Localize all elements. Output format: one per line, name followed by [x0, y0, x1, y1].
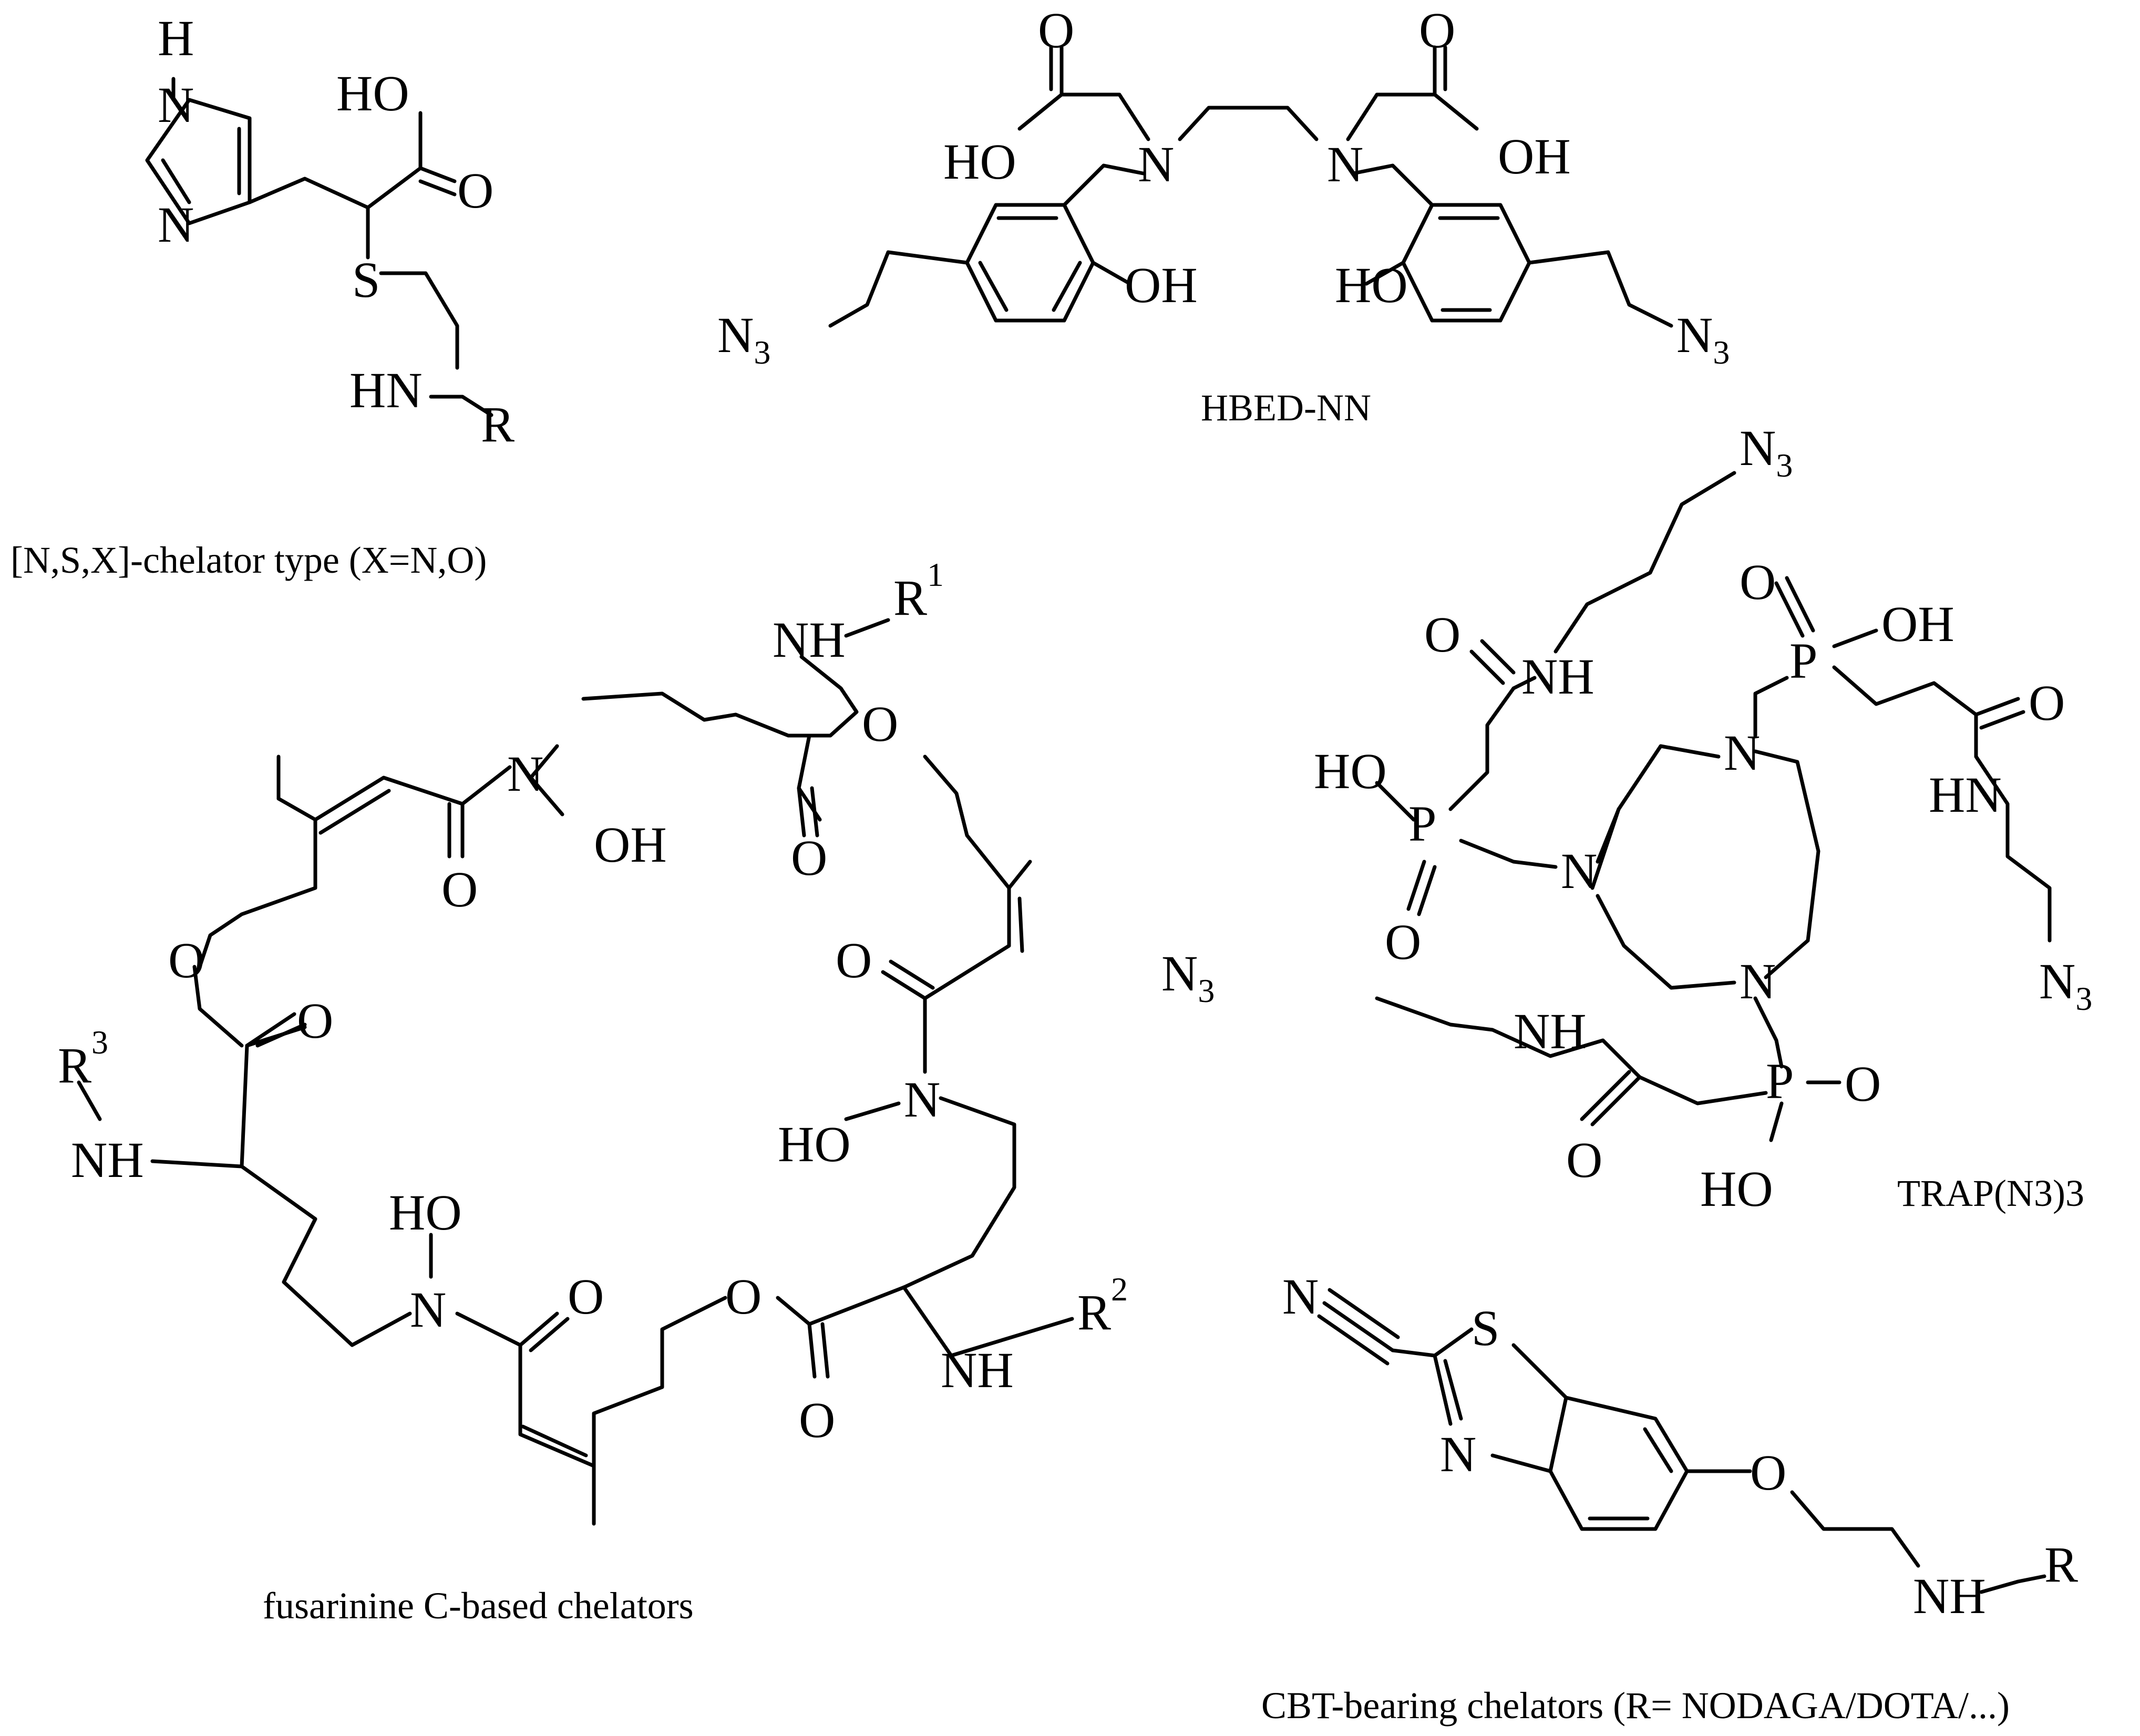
fus-atom-r2: R2 [1077, 1270, 1128, 1340]
fus-atom-o-amide-bottom: O [568, 1268, 604, 1325]
nsx-atom-n-top: N [158, 77, 194, 133]
cbt-atom-n-ring: N [1440, 1426, 1476, 1482]
hbed-atom-ho-phenol-right: HO [1335, 257, 1408, 313]
hbed-atom-oh-right: OH [1498, 128, 1571, 184]
hbed-atom-ho-left: HO [943, 133, 1016, 190]
nsx-atom-o: O [457, 162, 493, 219]
hbed-atom-oh-phenol-left: OH [1125, 257, 1198, 313]
trap-atom-n3-left: N3 [1161, 945, 1215, 1009]
fus-atom-o-amide-right: O [836, 932, 872, 988]
cbt-atom-n-nitrile: N [1282, 1268, 1319, 1325]
nsx-atom-ho: HO [336, 65, 409, 121]
hbed-atom-n-right: N [1327, 136, 1363, 192]
hbed-caption: HBED-NN [1201, 387, 1371, 429]
trap-atom-o-amide-bottom: O [1566, 1132, 1602, 1188]
hbed-atom-n3-left: N3 [717, 307, 770, 371]
fus-atom-nh-r3: NH [71, 1132, 144, 1188]
fusarinine-caption: fusarinine C-based chelators [263, 1585, 694, 1627]
hbed-atom-o-left: O [1038, 2, 1074, 58]
trap-atom-n-ring-bottom: N [1740, 953, 1776, 1009]
nsx-chelator-structure: H N N HO O S HN R [N,S,X]-chelator type … [11, 10, 515, 581]
fus-atom-n-right: N [904, 1071, 940, 1128]
trap-atom-n3-right: N3 [2039, 953, 2092, 1017]
trap-atom-p-left: P [1408, 795, 1436, 852]
fus-atom-oh-top: OH [594, 817, 667, 873]
fus-atom-o-carbonyl-top: O [791, 830, 827, 886]
hbed-atom-o-right: O [1419, 2, 1455, 58]
trap-atom-n-ring-top: N [1724, 725, 1760, 781]
trap-atom-ho-p-bottom: HO [1700, 1161, 1773, 1217]
trap-atom-o-amide-left: O [1424, 606, 1460, 663]
trap-atom-o-p-bottom: O [1845, 1056, 1881, 1112]
trap-atom-ho-p-left: HO [1314, 743, 1387, 799]
cbt-atom-o: O [1750, 1444, 1786, 1501]
cbt-atom-r: R [2044, 1536, 2078, 1593]
nsx-atom-hn: HN [349, 362, 423, 418]
trap-atom-nh-left: NH [1521, 648, 1594, 705]
fus-atom-nh-r2: NH [941, 1342, 1014, 1398]
fus-atom-o-ester-top: O [862, 696, 898, 752]
nsx-atom-r: R [481, 396, 515, 452]
fus-atom-o-ester-left: O [168, 932, 204, 988]
trap-atom-o-amide-right: O [2029, 675, 2065, 731]
fus-atom-o-carbonyl-left: O [297, 993, 333, 1049]
nsx-atom-h: H [158, 10, 194, 66]
nsx-caption: [N,S,X]-chelator type (X=N,O) [11, 539, 487, 581]
fus-atom-n-bottom: N [410, 1282, 446, 1338]
fus-atom-ho-right: HO [778, 1116, 851, 1172]
trap-atom-n-ring-left: N [1561, 843, 1597, 899]
trap-atom-nh-bottom: NH [1514, 1003, 1587, 1059]
fus-atom-o-amide-top: O [441, 861, 478, 917]
hbed-nn-structure: O O HO OH N N OH HO N3 N3 HBED-NN [717, 2, 1730, 429]
hbed-atom-n3-right: N3 [1676, 307, 1730, 371]
cbt-structure: N S N O NH R CBT-bearing chelators (R= N… [1261, 1268, 2078, 1727]
fus-atom-ho-bottom: HO [389, 1184, 462, 1241]
trap-caption: TRAP(N3)3 [1897, 1172, 2084, 1214]
cbt-atom-nh: NH [1913, 1568, 1986, 1624]
fus-atom-r3: R3 [58, 1024, 108, 1093]
hbed-atom-n-left: N [1138, 136, 1174, 192]
trap-atom-p-top: P [1789, 633, 1817, 689]
trap-atom-p-bottom: P [1766, 1053, 1794, 1109]
cbt-caption: CBT-bearing chelators (R= NODAGA/DOTA/..… [1261, 1685, 2010, 1727]
trap-atom-n3-top: N3 [1740, 420, 1793, 484]
nsx-atom-s: S [352, 252, 380, 308]
trap-atom-o-p-left: O [1385, 914, 1421, 970]
trap-atom-oh-p-top: OH [1881, 596, 1954, 652]
fus-atom-r1: R1 [893, 556, 944, 626]
trap-atom-hn-right: HN [1929, 767, 2002, 823]
fus-atom-o-ester-bottom: O [725, 1268, 762, 1325]
fus-atom-nh-r1: NH [773, 612, 846, 668]
trap-structure: N N N P O OH O HN N3 HO P O O NH N3 P O … [1161, 420, 2092, 1217]
trap-atom-o-p-top: O [1740, 554, 1776, 610]
fus-atom-n-top: N [507, 746, 543, 802]
fusarinine-structure: NH R1 O O N OH O O O R3 NH O N HO HO N O… [58, 556, 1128, 1627]
cbt-atom-s: S [1472, 1300, 1499, 1356]
nsx-atom-n-bottom: N [158, 197, 194, 253]
fus-atom-o-carbonyl-bottom: O [799, 1392, 835, 1448]
